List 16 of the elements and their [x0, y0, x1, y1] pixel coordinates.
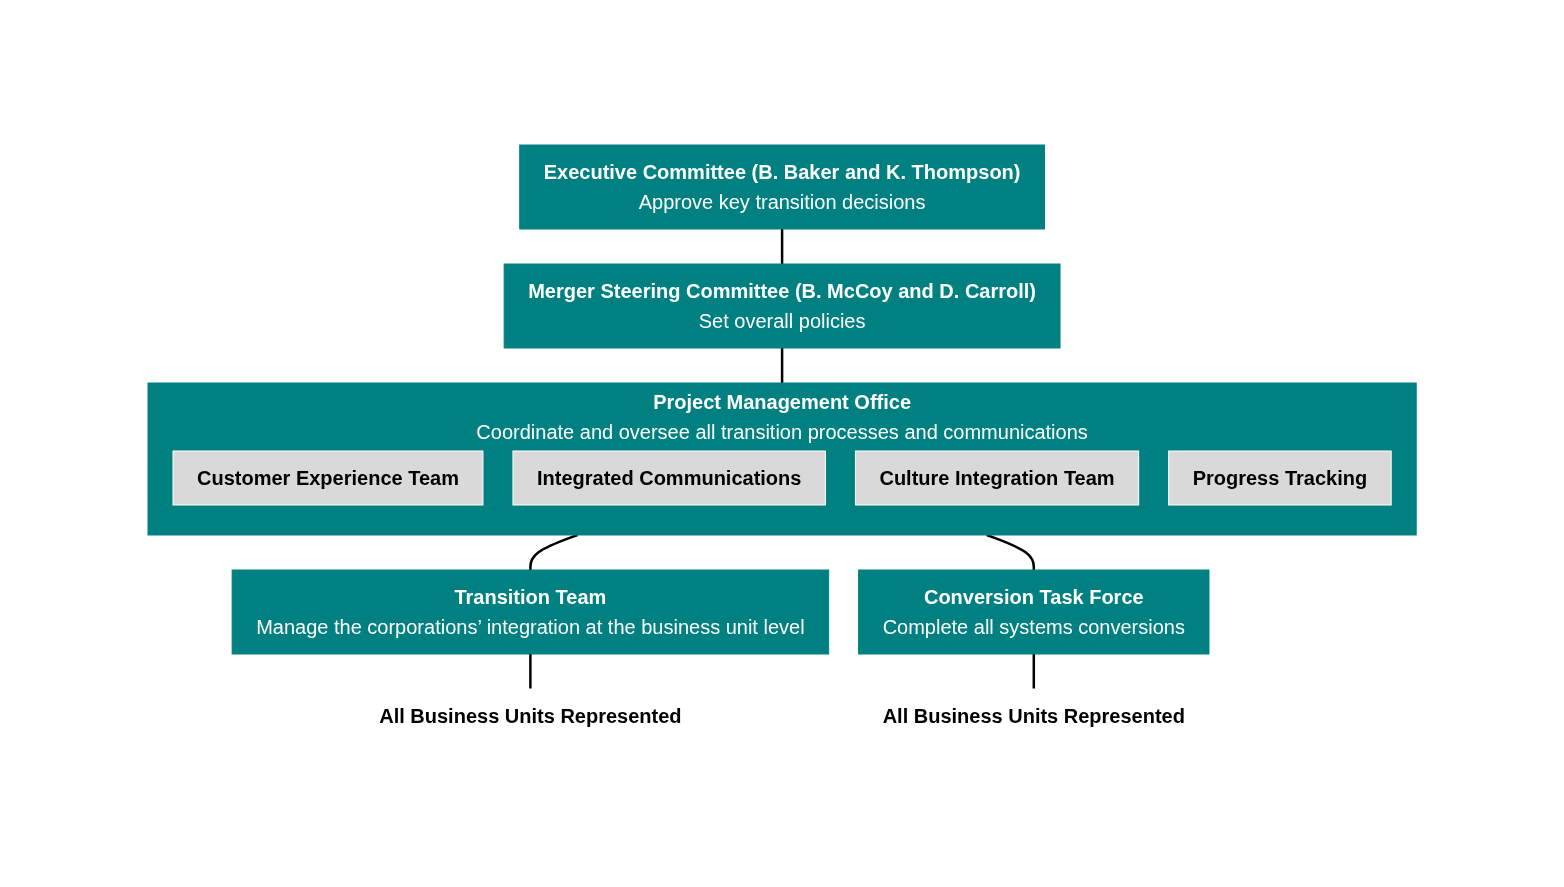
connector	[529, 653, 532, 689]
node-box: Culture Integration Team	[854, 450, 1140, 505]
connector	[780, 347, 784, 383]
node-box: Progress Tracking	[1168, 450, 1392, 505]
node-text: All Business Units Represented	[379, 704, 682, 727]
node-box: Executive Committee (B. Baker and K. Thompson) Approve key transition decisions	[519, 144, 1045, 229]
node-box: Transition Team Manage the corporations’ integration at the business unit level	[231, 569, 830, 654]
node-text: All Business Units Represented	[882, 704, 1185, 727]
connector	[529, 533, 578, 570]
connector	[780, 228, 784, 264]
connector	[986, 533, 1035, 570]
node-box: Customer Experience Team	[172, 450, 484, 505]
node-box: Conversion Task Force Complete all systems conversions	[858, 569, 1210, 654]
node-box: Integrated Communications	[512, 450, 826, 505]
connector	[1032, 653, 1035, 689]
node-box: Merger Steering Committee (B. McCoy and D. Carroll) Set overall policies	[503, 263, 1061, 348]
